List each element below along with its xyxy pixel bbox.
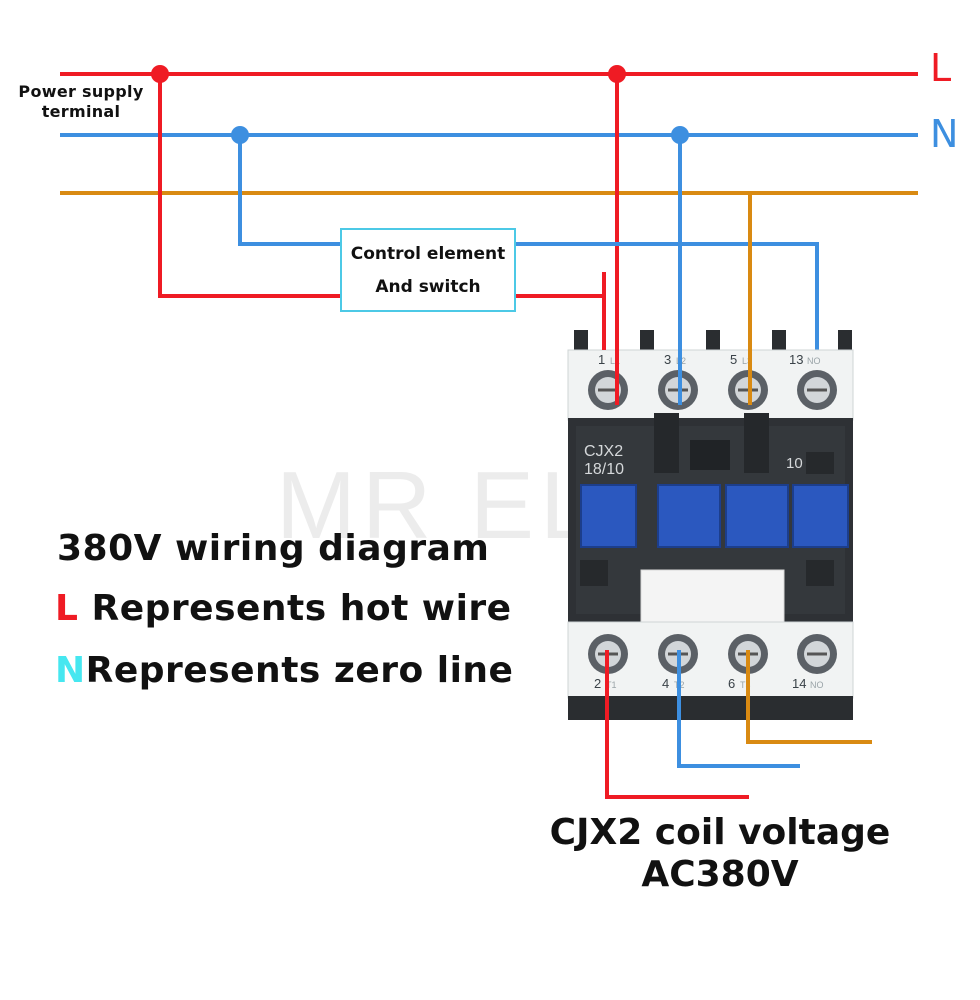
terminal-tag: NO	[810, 680, 824, 690]
coil-caption-line1: CJX2 coil voltage	[549, 812, 891, 853]
legend-l-row: L Represents hot wire	[55, 588, 512, 629]
terminal-wire-ends	[602, 330, 752, 720]
terminal-tag: L3	[742, 356, 752, 366]
terminal-tag: T1	[606, 680, 617, 690]
contactor-rating: 18/10	[584, 461, 624, 478]
terminal-number: 14	[792, 676, 806, 691]
terminal-number: 6	[728, 676, 735, 691]
n-line-label: N	[930, 112, 959, 156]
legend-title: 380V wiring diagram	[57, 528, 490, 569]
terminal-number: 13	[789, 352, 803, 367]
contactor-model: CJX2	[584, 443, 623, 460]
power-supply-label-line2: terminal	[41, 102, 121, 121]
terminal-screw	[797, 370, 837, 410]
contactor-aux-code: 10	[786, 455, 803, 472]
l-to-control-wire	[158, 74, 340, 298]
n-junction-dot	[231, 126, 249, 144]
control-to-13-wire	[516, 242, 819, 372]
terminal-number: 4	[662, 676, 669, 691]
terminal-number: 1	[598, 352, 605, 367]
terminal-number: 5	[730, 352, 737, 367]
control-box-line2: And switch	[375, 277, 481, 297]
n-to-control-wire	[238, 135, 340, 246]
legend-n-row: NRepresents zero line	[55, 650, 513, 691]
terminal-screw	[588, 370, 628, 410]
legend-l-text: Represents hot wire	[78, 588, 512, 629]
l-line-label: L	[930, 46, 952, 90]
legend-n-letter: N	[55, 650, 86, 691]
terminal-tag: NO	[807, 356, 821, 366]
l-junction-dot	[151, 65, 169, 83]
terminal-number: 3	[664, 352, 671, 367]
contactor-body: CJX2 18/10 10 1 L1 3 L2 5 L3 13 NO 2 T1 …	[567, 330, 854, 720]
coil-caption-line2: AC380V	[641, 854, 799, 895]
n-junction-dot	[671, 126, 689, 144]
terminal-screw	[797, 634, 837, 674]
l-junction-dot	[608, 65, 626, 83]
control-box-line1: Control element	[350, 244, 506, 264]
terminal-tag: T3	[740, 680, 751, 690]
power-supply-label: Power supply terminal	[8, 82, 154, 122]
watermark: MR EL	[276, 452, 599, 559]
power-supply-label-line1: Power supply	[18, 82, 144, 101]
legend-l-letter: L	[55, 588, 79, 629]
terminal-number: 2	[594, 676, 601, 691]
control-element-box: Control element And switch	[340, 228, 516, 312]
legend-n-text: Represents zero line	[85, 650, 514, 691]
